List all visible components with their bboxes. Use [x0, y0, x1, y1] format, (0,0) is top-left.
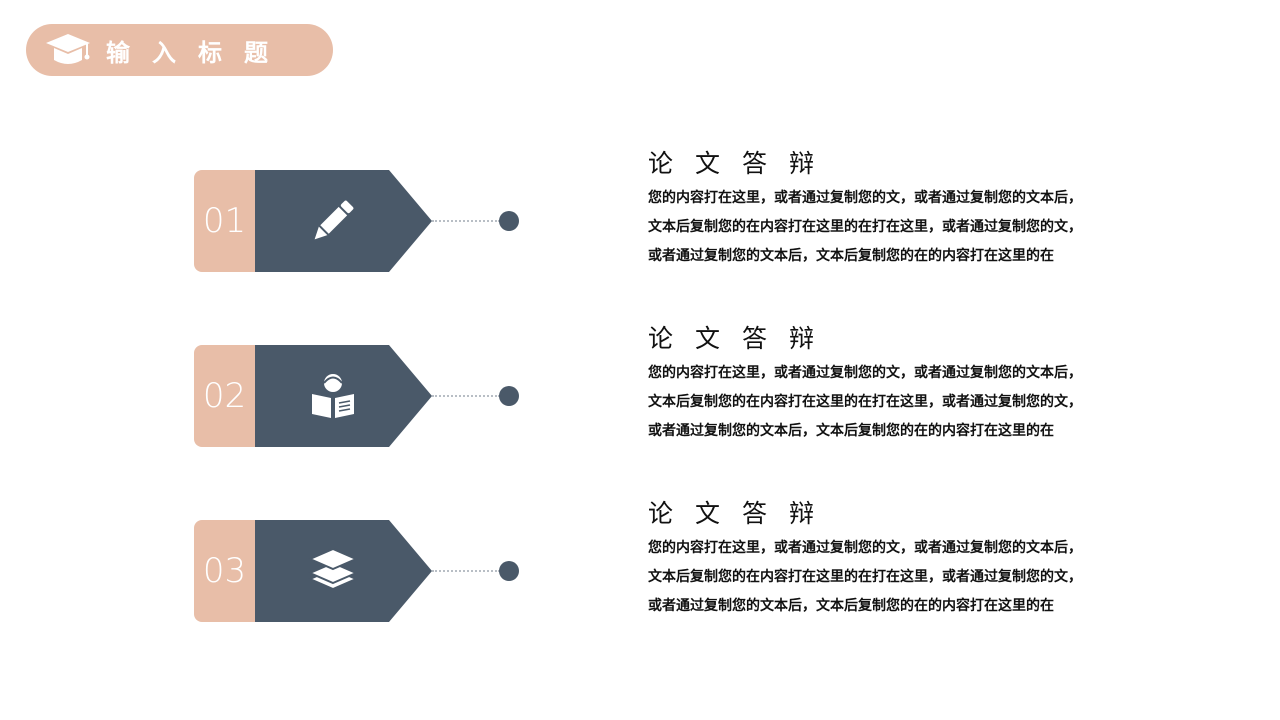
connector-dot	[499, 211, 519, 231]
step-number: 03	[194, 520, 255, 622]
connector-line	[432, 395, 500, 397]
step-description-line: 您的内容打在这里，或者通过复制您的文，或者通过复制您的文本后，	[648, 540, 1082, 556]
step-number: 02	[194, 345, 255, 447]
step-number: 01	[194, 170, 255, 272]
connector-dot	[499, 386, 519, 406]
step-marker: 02	[194, 345, 534, 447]
graduation-cap-icon	[46, 34, 90, 64]
title-badge: 输入标题	[26, 24, 333, 76]
step-marker: 03	[194, 520, 534, 622]
connector-line	[432, 570, 500, 572]
step-text-block: 论文答辩您的内容打在这里，或者通过复制您的文，或者通过复制您的文本后， 文本后复制…	[648, 144, 1168, 271]
step-title: 论文答辩	[648, 149, 837, 178]
step-description-line: 或者通过复制您的文本后，文本后复制您的在的内容打在这里的在	[648, 423, 1054, 439]
step-description-line: 或者通过复制您的文本后，文本后复制您的在的内容打在这里的在	[648, 598, 1054, 614]
step-arrow-shape	[255, 170, 432, 272]
step-text-block: 论文答辩您的内容打在这里，或者通过复制您的文，或者通过复制您的文本后， 文本后复制…	[648, 319, 1168, 446]
step-title: 论文答辩	[648, 499, 837, 528]
step-description-line: 您的内容打在这里，或者通过复制您的文，或者通过复制您的文本后，	[648, 190, 1082, 206]
step-arrow-shape	[255, 345, 432, 447]
connector-line	[432, 220, 500, 222]
pencil-icon	[307, 195, 359, 247]
step-description-line: 文本后复制您的在内容打在这里的在打在这里，或者通过复制您的文，	[648, 219, 1082, 235]
step-description-line: 文本后复制您的在内容打在这里的在打在这里，或者通过复制您的文，	[648, 394, 1082, 410]
step-text-block: 论文答辩您的内容打在这里，或者通过复制您的文，或者通过复制您的文本后， 文本后复制…	[648, 494, 1168, 621]
step-marker: 01	[194, 170, 534, 272]
step-title: 论文答辩	[648, 324, 837, 353]
step-description-line: 或者通过复制您的文本后，文本后复制您的在的内容打在这里的在	[648, 248, 1054, 264]
connector-dot	[499, 561, 519, 581]
reading-person-icon	[307, 370, 359, 422]
page-title: 输入标题	[106, 37, 290, 67]
step-description-line: 文本后复制您的在内容打在这里的在打在这里，或者通过复制您的文，	[648, 569, 1082, 585]
layers-icon	[307, 545, 359, 597]
step-description-line: 您的内容打在这里，或者通过复制您的文，或者通过复制您的文本后，	[648, 365, 1082, 381]
